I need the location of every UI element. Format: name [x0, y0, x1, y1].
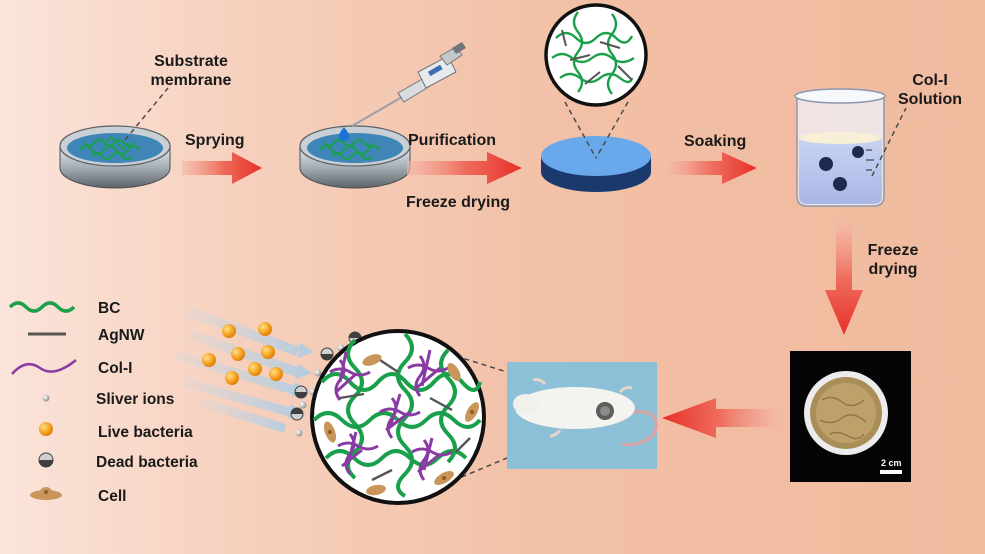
label-soaking: Soaking: [684, 133, 747, 150]
purple-wavy-fiber-icon: [11, 359, 77, 375]
freeze-drying-2-text: Freeze drying: [867, 242, 919, 278]
legend-label-live-bacteria: Live bacteria: [98, 424, 193, 441]
silver-ions-group: [295, 344, 345, 437]
scale-bar-label: 2 cm: [881, 458, 902, 468]
scale-bar: [880, 470, 902, 474]
arrow-soaking: [667, 152, 757, 184]
legend-label-col-i: Col-I: [98, 360, 133, 377]
label-freeze-drying-1: Freeze drying: [406, 194, 511, 211]
droplet-icon: [339, 127, 349, 141]
arrow-spraying: [182, 152, 262, 184]
legend-icons: [8, 301, 77, 500]
arrow-to-rat: [662, 398, 778, 438]
petri-dish-2: [299, 125, 411, 189]
rat-photo: [506, 361, 658, 470]
arrow-purification: [407, 152, 522, 184]
live-bacteria-group: [202, 322, 283, 385]
tan-cell-icon: [30, 487, 62, 500]
legend-label-silver-ions: Sliver ions: [96, 391, 175, 408]
green-wavy-fiber-icon: [8, 301, 76, 313]
legend-label-dead-bacteria: Dead bacteria: [96, 454, 198, 471]
substrate-pointer-line: [124, 87, 169, 141]
legend-label-cell: Cell: [98, 488, 127, 505]
label-col-solution: Col-I Solution: [888, 71, 972, 109]
scaffold-photo: [790, 351, 911, 482]
label-freeze-drying-2: Freeze drying: [858, 241, 928, 279]
legend-label-agnw: AgNW: [98, 327, 145, 344]
composite-network-circle: [310, 329, 486, 505]
magnify-line-left: [564, 101, 597, 159]
legend-label-bc: BC: [98, 300, 121, 317]
orange-bacterium-icon: [39, 422, 53, 436]
label-purification: Purification: [408, 132, 497, 149]
dead-bacterium-icon: [38, 452, 54, 468]
substrate-text: Substrate membrane: [150, 53, 232, 89]
col-solution-pointer-line: [871, 107, 907, 177]
bc-membrane-disc: [541, 136, 651, 192]
arrow-freeze-drying-down: [825, 222, 863, 335]
col-solution-text: Col-I Solution: [898, 72, 962, 108]
magnified-bc-network: [544, 3, 648, 107]
label-spraying: Sprying: [185, 132, 245, 149]
beaker-col-solution: [794, 88, 886, 207]
magnify-line-right: [595, 101, 629, 159]
label-substrate-membrane: Substrate membrane: [143, 52, 239, 90]
silver-ion-dot-icon: [42, 394, 50, 402]
petri-dish-1: [59, 125, 171, 189]
pipette-icon: [351, 42, 466, 127]
